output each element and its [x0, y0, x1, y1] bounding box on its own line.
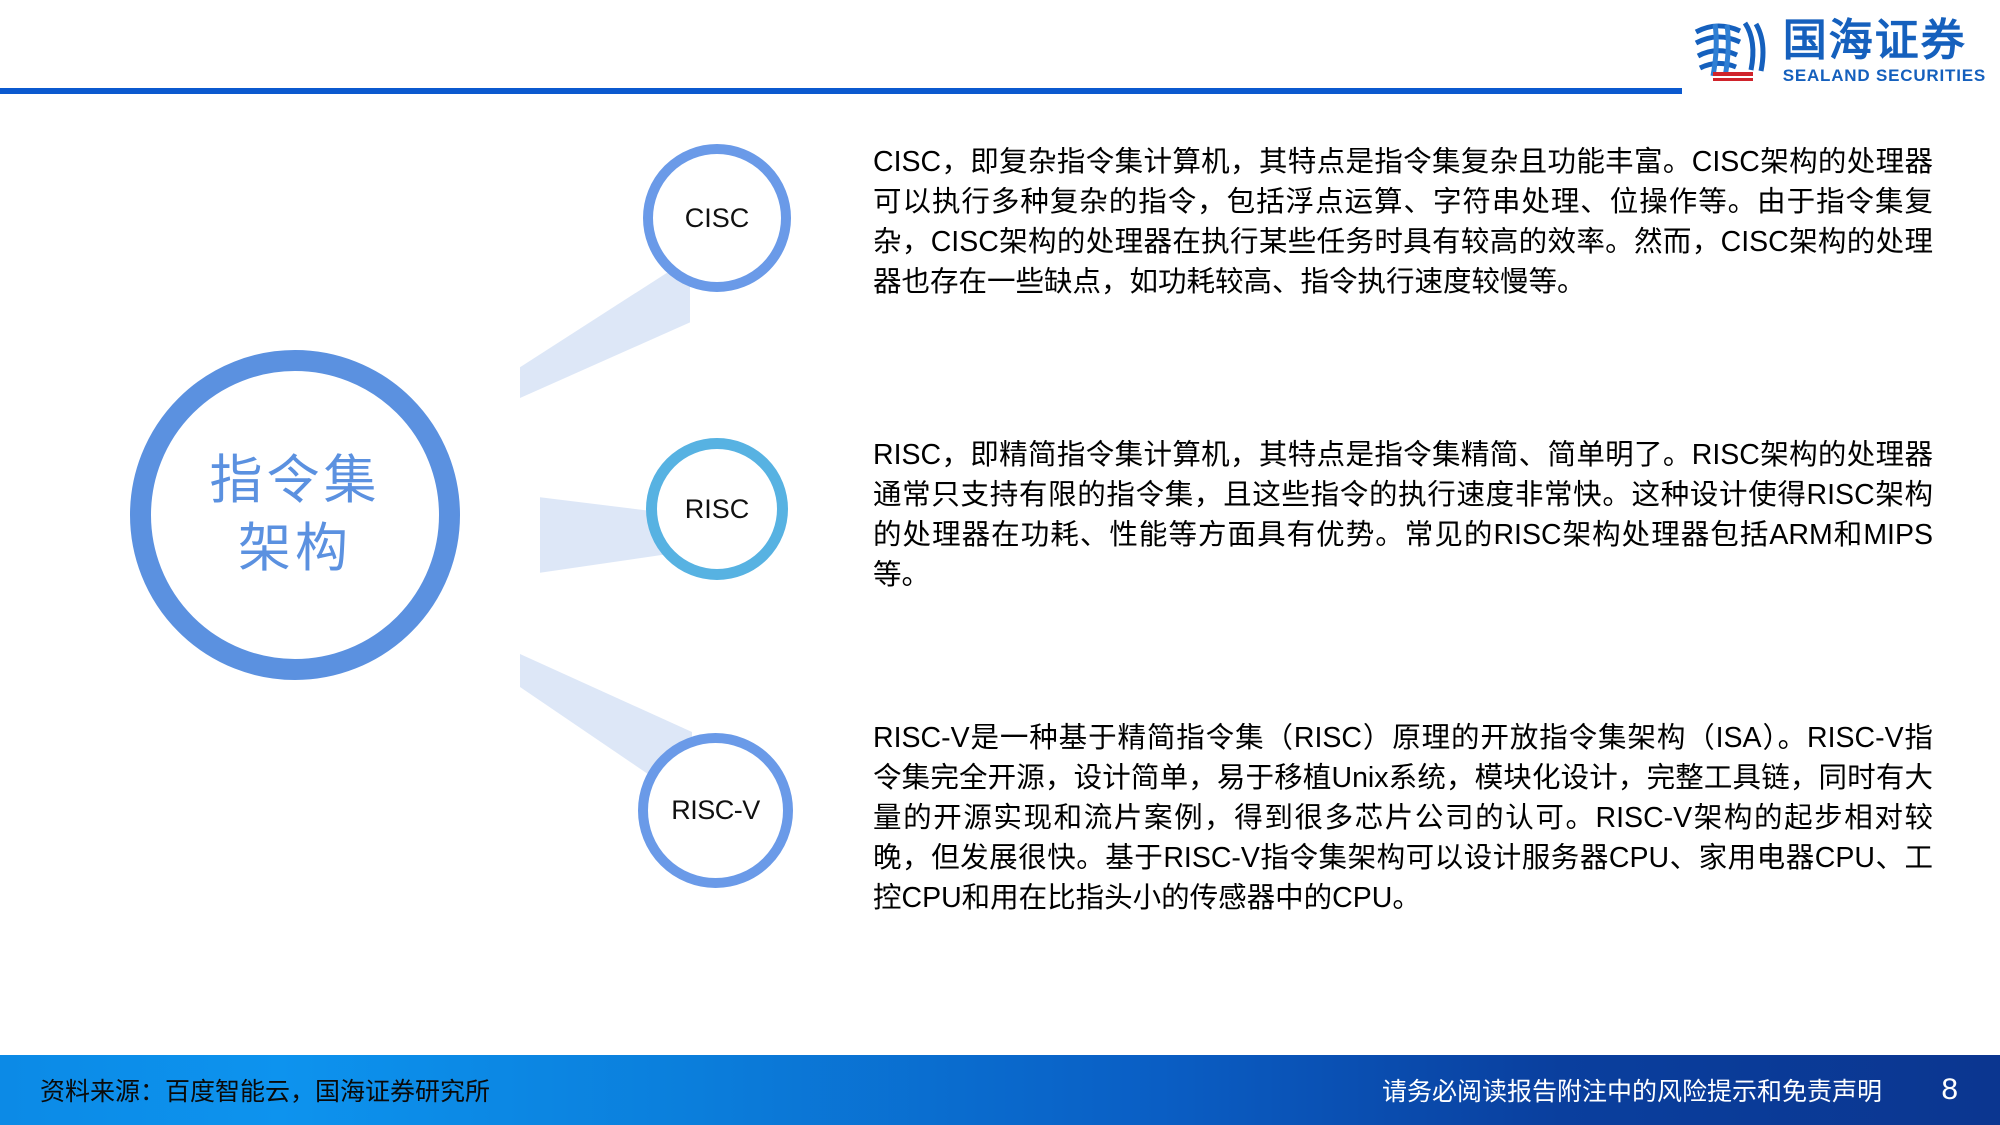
node-circle-cisc: CISC [643, 144, 791, 292]
paragraph-cisc: CISC，即复杂指令集计算机，其特点是指令集复杂且功能丰富。CISC架构的处理器… [873, 146, 1933, 298]
connector-hub-to-cisc [520, 258, 690, 398]
hub-label-line-2: 架构 [238, 519, 352, 578]
logo-text-block: 国海证券 SEALAND SECURITIES [1783, 18, 1986, 86]
header-divider-rule [0, 88, 1682, 94]
hub-circle-instruction-set-architecture: 指令集 架构 [130, 350, 460, 680]
paragraph-riscv: RISC-V是一种基于精简指令集（RISC）原理的开放指令集架构（ISA）。RI… [873, 722, 1933, 914]
node-label-riscv: RISC-V [671, 795, 760, 825]
node-circle-riscv: RISC-V [638, 733, 793, 888]
logo-company-name-cn: 国海证券 [1782, 16, 1967, 65]
node-label-cisc: CISC [684, 202, 750, 233]
hub-label-line-1: 指令集 [209, 451, 381, 510]
slide-footer: 资料来源：百度智能云，国海证券研究所 请务必阅读报告附注中的风险提示和免责声明 … [0, 1055, 2000, 1125]
footer-source-text: 资料来源：百度智能云，国海证券研究所 [40, 1078, 491, 1106]
logo-company-name-en: SEALAND SECURITIES [1782, 66, 1986, 85]
footer-page-number: 8 [1941, 1073, 1958, 1106]
company-logo: 国海证券 SEALAND SECURITIES [1691, 18, 1986, 88]
sealand-emblem-icon [1691, 18, 1769, 84]
node-circle-risc: RISC [646, 438, 788, 580]
slide-body: 指令集 架构 CISC RISC RISC-V CISC，即复杂指令集计算机，其… [0, 98, 2000, 1055]
node-label-risc: RISC [684, 493, 750, 524]
footer-disclaimer-text: 请务必阅读报告附注中的风险提示和免责声明 [1381, 1078, 1882, 1106]
slide-header: 国海证券 SEALAND SECURITIES [0, 0, 2000, 98]
paragraph-risc: RISC，即精简指令集计算机，其特点是指令集精简、简单明了。RISC架构的处理器… [873, 439, 1933, 591]
